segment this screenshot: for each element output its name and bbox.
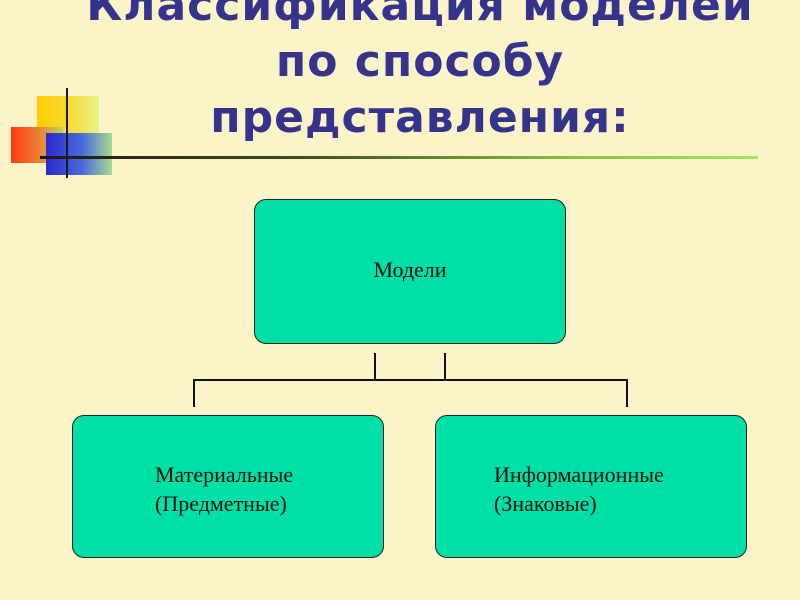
node-information-line-1: Информационные xyxy=(494,462,664,487)
title-line-3: представления: xyxy=(210,92,630,143)
node-material: Материальные (Предметные) xyxy=(72,415,384,558)
node-information: Информационные (Знаковые) xyxy=(435,415,747,558)
decor-vertical-line xyxy=(66,88,68,178)
node-models: Модели xyxy=(254,199,566,344)
node-information-line-2: (Знаковые) xyxy=(494,491,597,516)
title-underline xyxy=(40,156,758,159)
title-line-1: Классификация моделей xyxy=(86,0,754,31)
node-material-line-2: (Предметные) xyxy=(155,491,287,516)
decor-blue-square xyxy=(46,133,112,175)
node-models-label: Модели xyxy=(373,257,447,282)
slide-title: Классификация моделей по способу предста… xyxy=(60,0,780,146)
node-material-line-1: Материальные xyxy=(155,462,294,487)
title-line-2: по способу xyxy=(275,36,565,87)
